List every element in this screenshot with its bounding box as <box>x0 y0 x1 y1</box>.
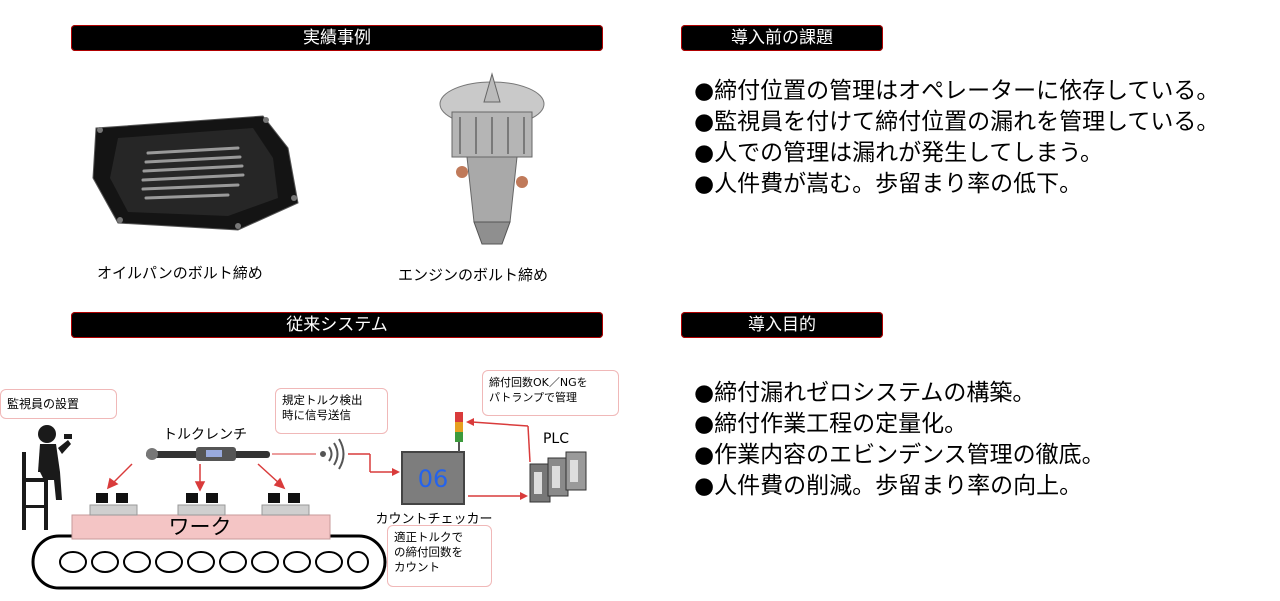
plc-note-line1: 締付回数OK／NGを <box>489 376 588 389</box>
plc-note-callout: 締付回数OK／NGを パトランプで管理 <box>482 370 619 416</box>
oilpan-image <box>92 115 299 231</box>
list-item: ●人での管理は漏れが発生してしまう。 <box>694 140 1103 166</box>
count-note-line1: 適正トルクで <box>394 530 463 544</box>
list-item: ●締付作業工程の定量化。 <box>694 411 968 437</box>
list-item: ●監視員を付けて締付位置の漏れを管理している。 <box>694 109 1220 135</box>
plc-note-line2: パトランプで管理 <box>489 391 577 404</box>
legacy-system-diagram: ワーク トルクレンチ 06 カウント <box>22 412 587 590</box>
conveyor-rollers <box>59 551 369 573</box>
section-header-results: 実績事例 <box>71 25 603 51</box>
counter-label: カウントチェッカー <box>375 512 492 527</box>
counter-checker <box>401 451 465 505</box>
signal-label-line2: 時に信号送信 <box>282 408 351 422</box>
section-header-purpose: 導入目的 <box>681 312 883 338</box>
signal-tower <box>455 412 463 452</box>
purpose-list: ●締付漏れゼロシステムの構築。 ●締付作業工程の定量化。 ●作業内容のエビンデン… <box>694 378 1105 502</box>
list-item: ●作業内容のエビンデンス管理の徹底。 <box>694 442 1105 468</box>
list-item: ●締付漏れゼロシステムの構築。 <box>694 380 1036 406</box>
count-note-line2: の締付回数を <box>394 545 463 559</box>
list-item: ●締付位置の管理はオペレーターに依存している。 <box>694 78 1220 104</box>
oilpan-caption: オイルパンのボルト締め <box>97 264 263 282</box>
observer-label: 監視員の設置 <box>7 397 80 411</box>
bolt-stations <box>89 493 310 516</box>
counter-value: 06 <box>418 465 449 493</box>
count-note-line3: カウント <box>394 560 440 574</box>
signal-label-line1: 規定トルク検出 <box>282 393 363 407</box>
signal-icon <box>320 438 345 470</box>
observer-callout: 監視員の設置 <box>0 389 117 419</box>
plc-label: PLC <box>543 431 569 447</box>
list-item: ●人件費の削減。歩留まり率の向上。 <box>694 473 1083 499</box>
signal-callout: 規定トルク検出 時に信号送信 <box>275 388 388 434</box>
plc-unit <box>529 451 587 503</box>
work-label: ワーク <box>169 515 232 539</box>
torque-wrench-image <box>146 447 270 461</box>
observer-figure <box>22 425 72 530</box>
workpiece <box>71 514 331 540</box>
before-list: ●締付位置の管理はオペレーターに依存している。 ●監視員を付けて締付位置の漏れを… <box>694 76 1219 200</box>
engine-image <box>439 72 545 245</box>
list-item: ●人件費が嵩む。歩留まり率の低下。 <box>694 171 1083 197</box>
engine-caption: エンジンのボルト締め <box>398 266 549 284</box>
wrench-label: トルクレンチ <box>163 427 247 443</box>
section-header-before: 導入前の課題 <box>681 25 883 51</box>
count-note-callout: 適正トルクで の締付回数を カウント <box>387 525 492 587</box>
section-header-legacy: 従来システム <box>71 312 603 338</box>
